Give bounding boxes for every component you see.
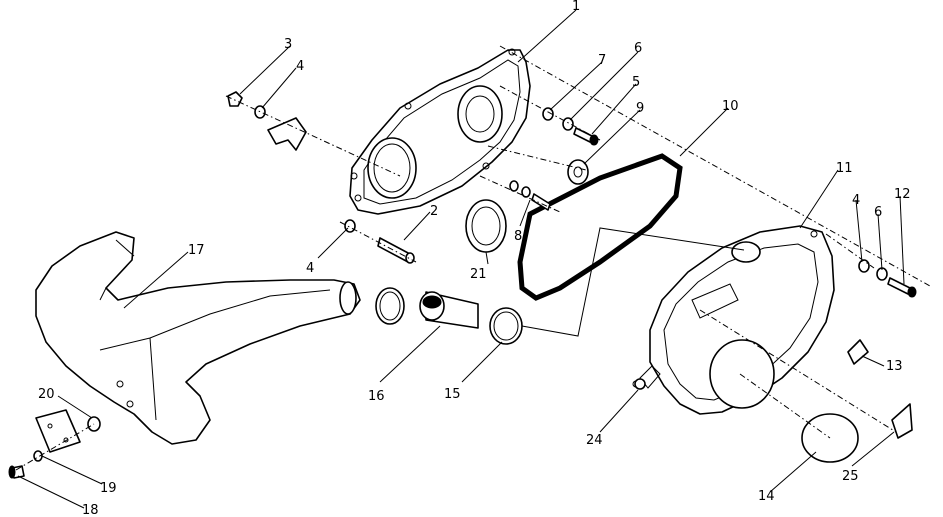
hose-clamp-15	[489, 307, 523, 345]
callout-2: 2	[430, 204, 438, 219]
callout-12: 12	[894, 187, 911, 202]
washer-7	[542, 107, 554, 121]
plate-19	[35, 409, 81, 453]
washer-4-upper	[254, 105, 266, 119]
outer-clutch-cover	[632, 225, 835, 415]
callout-9: 9	[636, 101, 644, 116]
callout-1: 1	[572, 0, 580, 14]
callout-11: 11	[836, 161, 853, 176]
callout-16: 16	[368, 389, 385, 404]
callout-6-right: 6	[874, 205, 882, 220]
callout-4-upper: 4	[296, 59, 304, 74]
callout-6-upper: 6	[634, 41, 642, 56]
callout-labels: 1 2 3 4 4 4 5 6 6 7 8 9 10 11 12 13 14 1…	[38, 0, 911, 517]
callout-25: 25	[842, 469, 859, 484]
washer-4-right	[858, 259, 870, 273]
plate-25	[891, 403, 913, 439]
air-intake-duct	[35, 231, 361, 445]
washer-6-upper	[562, 117, 574, 131]
bracket	[267, 117, 307, 151]
seal-21	[465, 199, 507, 253]
bolt-2	[377, 237, 415, 264]
tab-13	[847, 339, 869, 365]
callout-15: 15	[444, 387, 461, 402]
spacer-9	[567, 159, 589, 185]
callout-24: 24	[586, 433, 603, 448]
leader-lines	[17, 9, 905, 509]
drive-belt	[517, 153, 683, 301]
callout-19: 19	[100, 481, 117, 496]
bolt-8	[509, 180, 551, 211]
bolt-12	[887, 277, 917, 298]
callout-17: 17	[188, 243, 205, 258]
belt-routing-lines	[521, 227, 745, 337]
fastener-24	[634, 378, 646, 390]
callout-8: 8	[514, 229, 522, 244]
inner-cover-plate	[349, 48, 531, 215]
callout-14: 14	[758, 489, 775, 504]
callout-7: 7	[598, 53, 606, 68]
washer-19	[33, 450, 43, 462]
boot-16	[419, 291, 479, 329]
hose-clamp-16	[375, 287, 405, 325]
assembly-centerlines	[15, 45, 931, 471]
callout-18: 18	[82, 503, 99, 517]
screw-18	[8, 465, 25, 479]
callout-4-lower: 4	[306, 261, 314, 276]
callout-10: 10	[722, 99, 739, 114]
callout-20: 20	[38, 387, 55, 402]
callout-3: 3	[284, 37, 292, 52]
callout-13: 13	[886, 359, 903, 374]
callout-21: 21	[470, 267, 487, 282]
callout-4-right: 4	[852, 193, 860, 208]
nut-3	[227, 91, 243, 107]
callout-5: 5	[632, 75, 640, 90]
